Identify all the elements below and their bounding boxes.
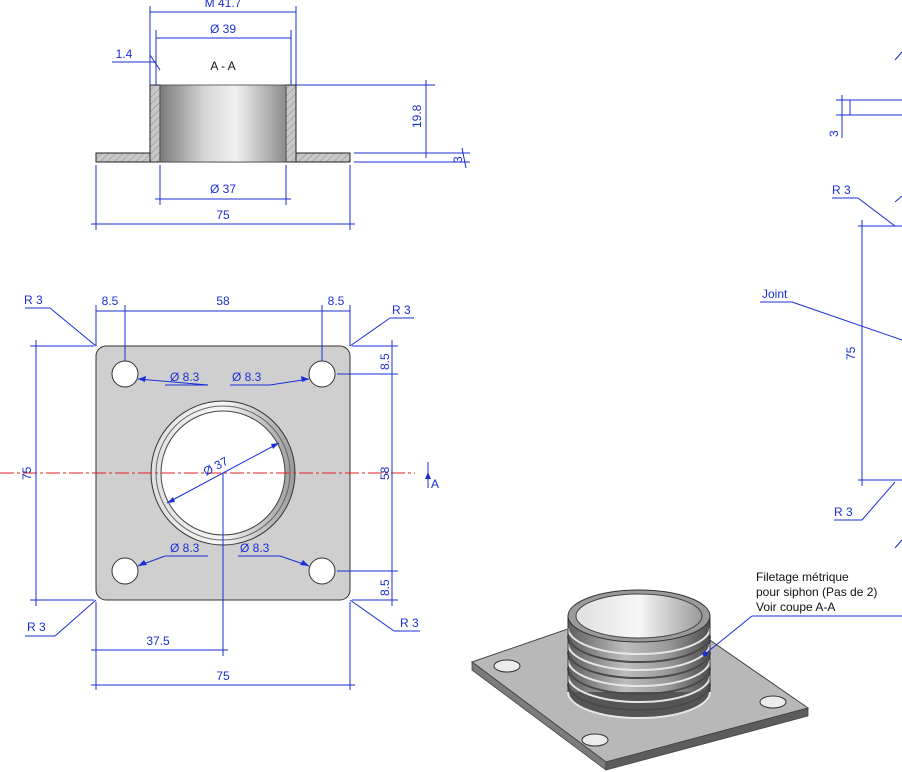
note-line-2: pour siphon (Pas de 2)	[756, 585, 877, 599]
r-top-right: R 3	[392, 303, 411, 317]
thread-ring	[567, 667, 711, 695]
dim-width-bottom: 75	[216, 669, 230, 683]
side-thk: 3	[827, 130, 841, 137]
thread-ring	[567, 683, 711, 711]
r-bottom-right: R 3	[400, 616, 419, 630]
dim-plate-thk: 3	[451, 156, 465, 163]
dim-edge-right-top: 8.5	[378, 353, 392, 370]
iso-tube-bore	[575, 593, 703, 639]
thread-ring	[567, 659, 711, 687]
dim-wall: 1.4	[116, 47, 133, 61]
thread-ring	[567, 635, 711, 663]
iso-hole-1	[493, 659, 521, 673]
callout-hole-br: Ø 8.3	[240, 541, 270, 555]
side-view: 3 R 3 Joint 75 R 3	[760, 51, 902, 549]
r-bottom-left: R 3	[27, 620, 46, 634]
hole-top-left	[111, 360, 139, 388]
isometric-view: Filetage métrique pour siphon (Pas de 2)…	[470, 570, 902, 771]
section-bore	[159, 84, 287, 163]
thread-ring	[567, 651, 711, 679]
iso-hole-2	[581, 733, 609, 747]
thread-ring	[567, 643, 711, 671]
section-view: A - A M 41.7 Ø 39 1.4 19.8 3 Ø 37 75	[91, 0, 470, 230]
callout-hole-bl: Ø 8.3	[170, 541, 200, 555]
thread-ring	[567, 627, 711, 655]
dim-hole-spacing-top: 58	[216, 294, 230, 308]
dim-edge-top-left: 8.5	[102, 294, 119, 308]
note-line-1: Filetage métrique	[756, 570, 849, 584]
dim-height-left: 75	[20, 466, 34, 480]
dim-inner-dia: Ø 37	[210, 182, 236, 196]
dim-edge-right-bottom: 8.5	[378, 579, 392, 596]
hole-top-right	[308, 360, 336, 388]
iso-thread-lines	[567, 627, 711, 719]
note-line-3: Voir coupe A-A	[756, 600, 835, 614]
iso-hole-3	[759, 695, 787, 709]
dim-edge-top-right: 8.5	[328, 294, 345, 308]
hole-bottom-right	[308, 557, 336, 585]
dim-thread: M 41.7	[205, 0, 242, 10]
hole-bottom-left	[111, 557, 139, 585]
dim-center-offset: 37.5	[146, 634, 170, 648]
thread-ring	[567, 675, 711, 703]
section-wall-left	[149, 84, 161, 163]
callout-hole-tl: Ø 8.3	[170, 370, 200, 384]
plan-view: A R 3 R 3 R 3 R 3 8.5 58 8.5 8.5 58 8.5	[0, 293, 439, 690]
section-wall-right	[285, 84, 297, 163]
callout-hole-tr: Ø 8.3	[232, 370, 262, 384]
dim-hole-spacing-right: 58	[378, 466, 392, 480]
dim-outer-dia: Ø 39	[210, 22, 236, 36]
dim-height: 19.8	[410, 104, 424, 128]
r-top-left: R 3	[24, 293, 43, 307]
section-title: A - A	[210, 59, 235, 73]
section-mark: A	[431, 477, 439, 491]
side-joint: Joint	[762, 287, 788, 301]
side-r-top: R 3	[832, 183, 851, 197]
side-r-bottom: R 3	[834, 505, 853, 519]
dim-width: 75	[216, 208, 230, 222]
side-height: 75	[844, 346, 858, 360]
thread-ring	[567, 691, 711, 719]
